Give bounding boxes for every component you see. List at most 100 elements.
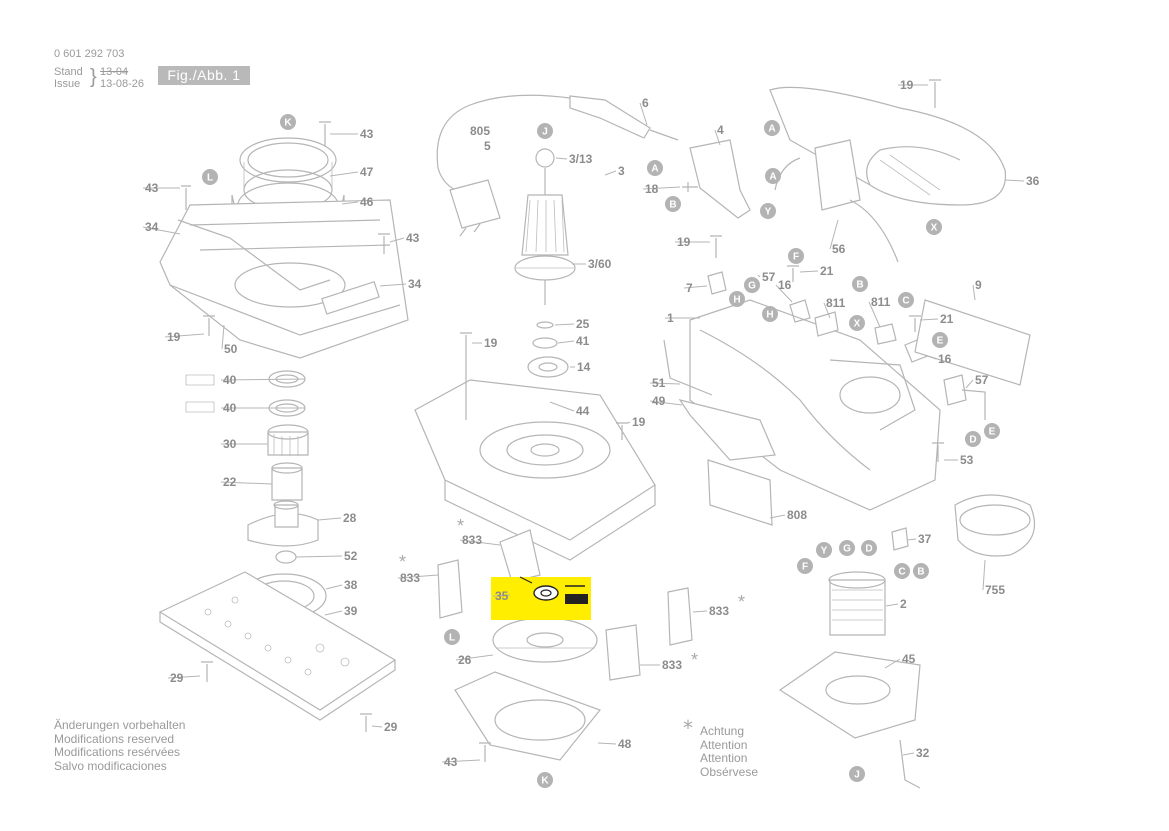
caution-line: Attention: [700, 737, 748, 752]
callout-circle: [913, 563, 929, 579]
callout-d: D: [861, 540, 877, 556]
callout-circle: [797, 558, 813, 574]
callout-b: B: [665, 196, 681, 212]
part-label-7: 7: [686, 281, 693, 295]
callout-letter: X: [931, 223, 938, 234]
callout-circle: [894, 563, 910, 579]
leader-line: [441, 759, 481, 763]
part-label-755: 755: [985, 583, 1005, 597]
part-label-53: 53: [960, 453, 974, 467]
note-line: Salvo modificaciones: [54, 758, 167, 773]
part-label-19: 19: [632, 415, 646, 429]
callout-circle: [852, 276, 868, 292]
caution-star-icon: *: [691, 650, 698, 670]
leader-line: [683, 285, 708, 289]
note-line: Modifications reserved: [54, 731, 175, 746]
part-label-3-60: 3/60: [588, 257, 612, 271]
callout-b: B: [913, 563, 929, 579]
leader-line: [769, 514, 786, 519]
part-label-1: 1: [667, 311, 674, 325]
callout-l: L: [202, 169, 218, 185]
leader-line: [799, 270, 819, 273]
callout-letter: G: [748, 281, 756, 292]
caution-line: Obsérvese: [700, 764, 759, 779]
part-label-6: 6: [642, 96, 649, 110]
callout-letter: A: [769, 172, 776, 183]
part-label-811: 811: [826, 296, 846, 310]
figure-label: Fig./Abb. 1: [158, 66, 250, 85]
part-label-21: 21: [820, 264, 834, 278]
callout-letter: K: [541, 776, 549, 787]
callout-letter: Y: [765, 207, 772, 218]
callout-letter: F: [793, 252, 799, 263]
callout-circle: [861, 540, 877, 556]
leader-line: [924, 354, 937, 360]
leader-line: [692, 610, 708, 613]
part-label-37: 37: [918, 532, 932, 546]
part-label-45: 45: [902, 652, 916, 666]
part-label-29: 29: [170, 671, 184, 685]
callout-circle: [647, 160, 663, 176]
callout-l: L: [444, 629, 460, 645]
part-label-32: 32: [916, 746, 930, 760]
leader-line: [919, 318, 939, 321]
leader-line: [639, 102, 648, 126]
part-label-16: 16: [778, 278, 792, 292]
part-label-19: 19: [900, 78, 914, 92]
callout-g: G: [839, 540, 855, 556]
caution-notes: Achtung Attention Attention Obsérvese: [700, 724, 759, 779]
leader-line: [167, 675, 201, 679]
bearing-tool-icon: [519, 576, 588, 604]
part-label-9: 9: [975, 278, 982, 292]
leader-line: [902, 752, 915, 756]
leader-line: [459, 539, 501, 546]
leader-line: [554, 323, 575, 326]
callout-letter: E: [989, 427, 996, 438]
part-label-28: 28: [343, 511, 357, 525]
leader-line: [379, 283, 407, 287]
leader-line: [317, 517, 342, 521]
part-label-811: 811: [871, 295, 891, 309]
callout-circle: [762, 306, 778, 322]
leader-line: [220, 378, 306, 381]
callout-c: C: [898, 292, 914, 308]
part-label-47: 47: [360, 165, 374, 179]
part-label-808: 808: [787, 508, 807, 522]
leader-line: [775, 284, 793, 303]
callout-circle: [760, 203, 776, 219]
leader-line: [757, 274, 761, 278]
part-label-25: 25: [576, 317, 590, 331]
callout-circle: [280, 114, 296, 130]
callout-letter: J: [854, 770, 860, 781]
callout-e: E: [932, 332, 948, 348]
note-line: Änderungen vorbehalten: [54, 718, 186, 732]
callout-letter: C: [898, 567, 905, 578]
part-label-36: 36: [1026, 174, 1040, 188]
leader-line: [823, 302, 831, 319]
issue-date: 13-08-26: [100, 78, 145, 90]
callout-letter: H: [766, 310, 773, 321]
part-label-19: 19: [484, 336, 498, 350]
leader-line: [885, 603, 899, 607]
part-label-50: 50: [224, 342, 238, 356]
callout-f: F: [797, 558, 813, 574]
part-label-4: 4: [717, 123, 724, 137]
callout-x: X: [926, 219, 942, 235]
callout-h: H: [762, 306, 778, 322]
caution-star-icon: *: [738, 592, 745, 612]
stand-label: Stand: [54, 66, 83, 78]
leader-line: [965, 379, 974, 389]
part-label-48: 48: [618, 737, 632, 751]
callout-letter: B: [917, 567, 924, 578]
leader-line: [455, 654, 494, 661]
callout-letter: A: [768, 124, 775, 135]
part-label-34: 34: [408, 277, 422, 291]
leader-line: [868, 301, 881, 328]
callout-circle: [744, 277, 760, 293]
leader-line: [829, 219, 839, 250]
callout-letter: B: [856, 280, 863, 291]
part-label-57: 57: [762, 270, 776, 284]
leader-line: [142, 226, 181, 235]
callout-d: D: [965, 431, 981, 447]
leader-line: [371, 725, 383, 728]
